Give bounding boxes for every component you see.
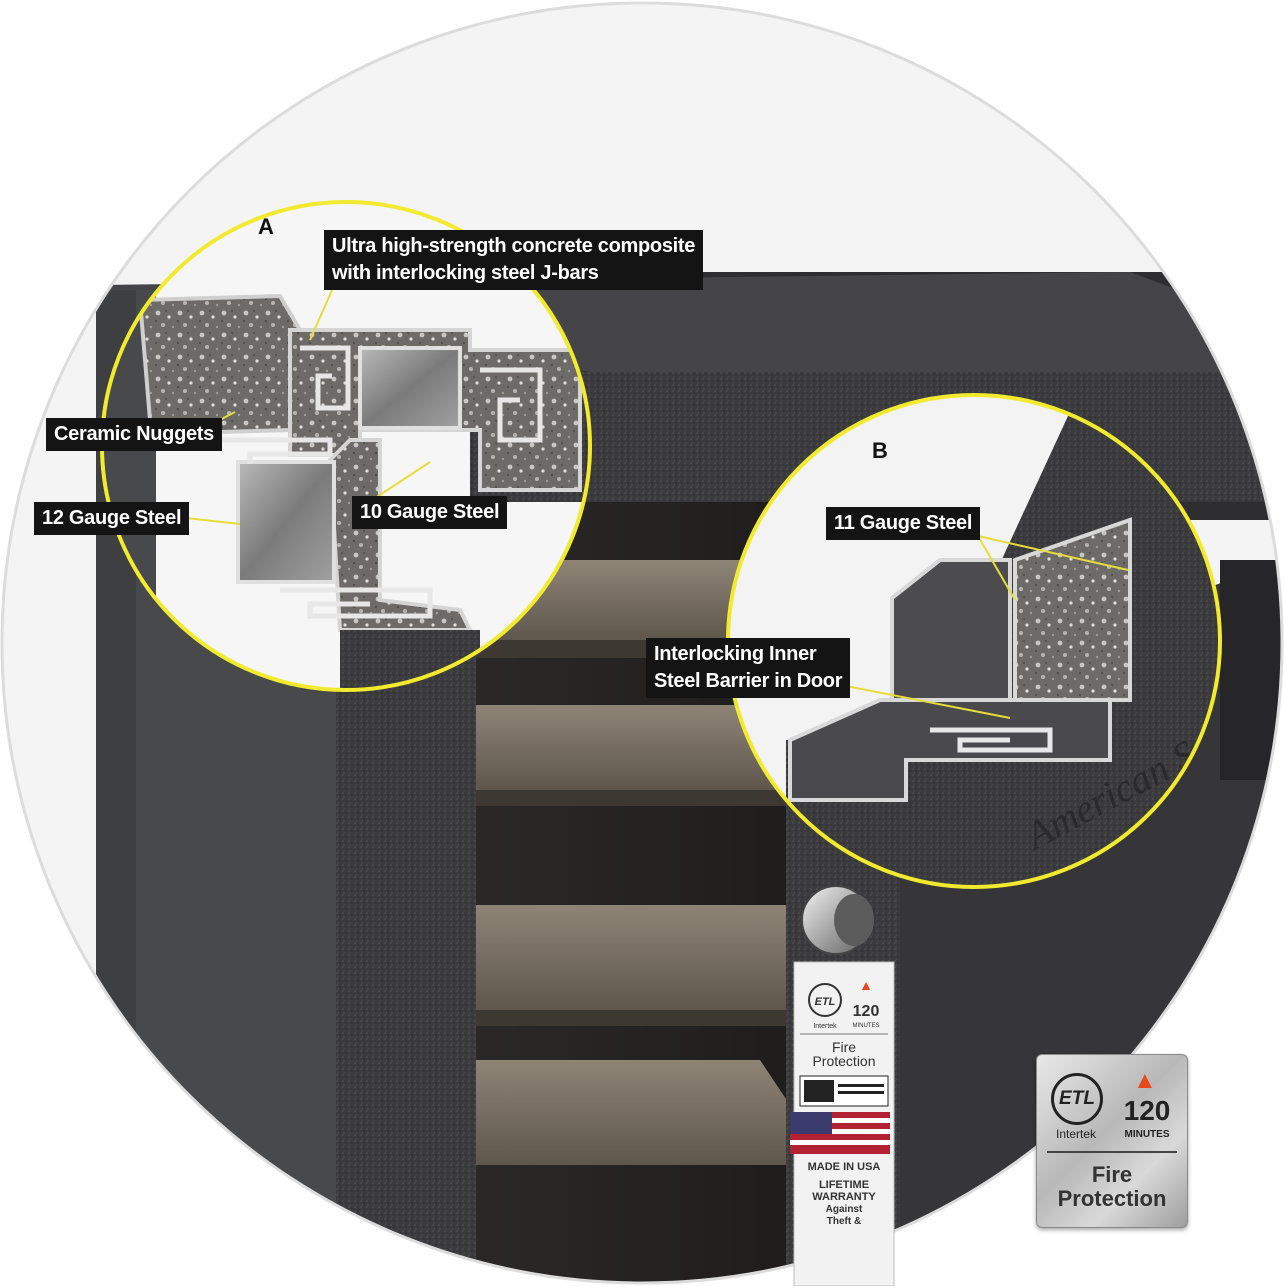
callout-ceramic-nuggets: Ceramic Nuggets [46, 418, 222, 451]
sticker-warranty-1: LIFETIME [819, 1179, 869, 1191]
us-flag [790, 1112, 890, 1154]
callout-10-gauge-steel: 10 Gauge Steel [352, 496, 508, 529]
callout-inner-steel-barrier: Interlocking Inner Steel Barrier in Door [646, 638, 851, 698]
badge-minutes-label: MINUTES [1124, 1129, 1170, 1140]
sticker-minutes-label: MINUTES [853, 1023, 880, 1029]
fire-protection-badge: ETL Intertek ▲ 120 MINUTES Fire Protecti… [1036, 1054, 1188, 1228]
sticker-minutes-value: 120 [853, 1003, 880, 1020]
callout-barrier-line2: Steel Barrier in Door [654, 670, 843, 692]
detail-letter-a: A [258, 214, 274, 239]
badge-brand: Intertek [1055, 1127, 1097, 1141]
sticker-warranty-4: Theft & [827, 1216, 861, 1227]
flame-icon: ▲ [859, 977, 873, 993]
callout-concrete-composite: Ultra high-strength concrete composite w… [324, 230, 704, 290]
badge-protection: Protection [1057, 1186, 1167, 1211]
sticker-brand: Intertek [813, 1023, 837, 1030]
sticker-etl: ETL [815, 996, 836, 1008]
etl-mark: ETL [1051, 1073, 1103, 1125]
callout-concrete-line2: with interlocking steel J-bars [332, 262, 599, 284]
badge-minutes-value: 120 [1123, 1095, 1171, 1126]
badge-divider [1047, 1151, 1177, 1153]
callout-12-gauge-steel: 12 Gauge Steel [34, 502, 190, 535]
sticker-made-in: MADE IN USA [808, 1161, 881, 1173]
sticker-fire: Fire [832, 1039, 856, 1055]
flame-icon: ▲ [1133, 1067, 1157, 1094]
callout-barrier-line1: Interlocking Inner [654, 643, 817, 665]
callout-concrete-line1: Ultra high-strength concrete composite [332, 235, 696, 257]
sticker-warranty-2: WARRANTY [812, 1191, 876, 1203]
door-sticker: ETL Intertek ▲ 120 MINUTES Fire Protecti… [790, 961, 895, 1286]
sticker-protection: Protection [812, 1053, 875, 1069]
badge-fire: Fire [1091, 1162, 1133, 1187]
sticker-warranty-3: Against [826, 1204, 863, 1215]
callout-11-gauge-steel: 11 Gauge Steel [826, 507, 981, 540]
detail-letter-b: B [872, 438, 888, 463]
